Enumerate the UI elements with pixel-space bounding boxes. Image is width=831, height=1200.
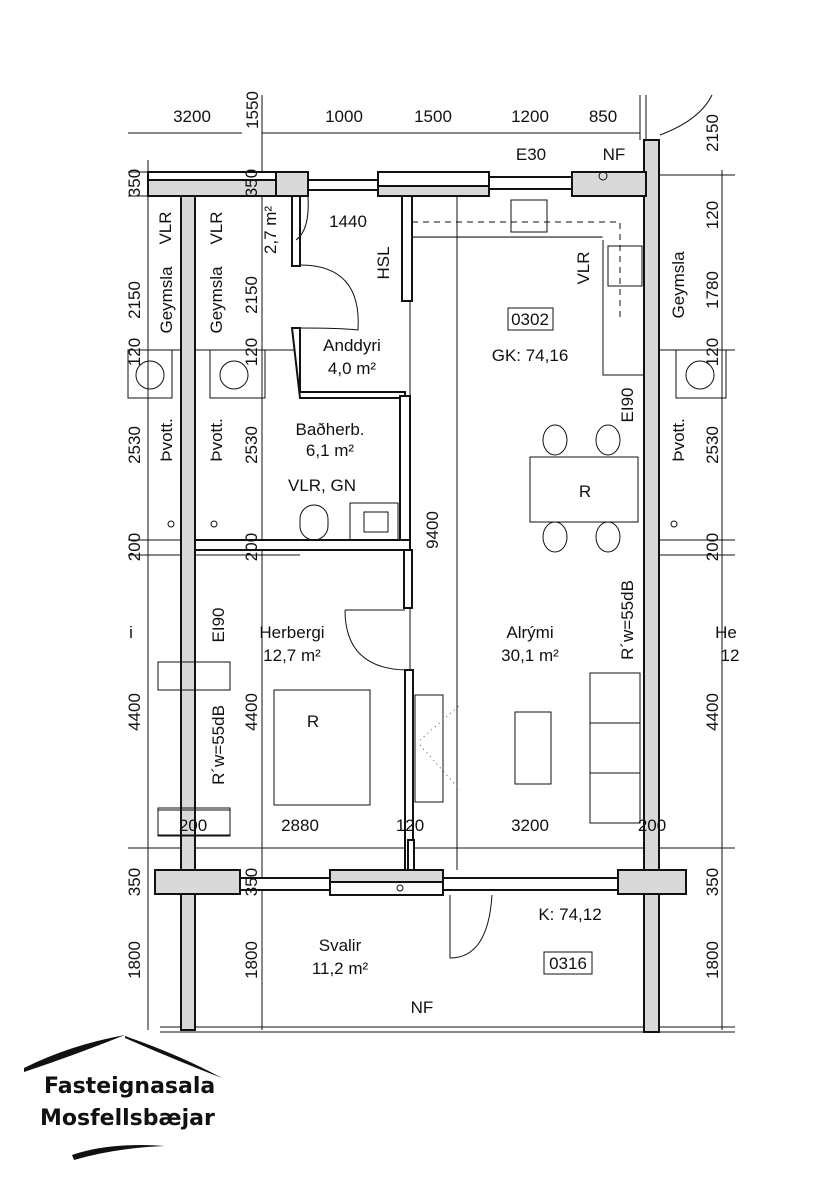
dining-table (529, 456, 639, 523)
room-label: Baðherb. (296, 420, 365, 439)
unit-id-box (507, 307, 554, 331)
dim-label: 4400 (703, 693, 722, 731)
stove-icon (607, 245, 643, 287)
kitchen-sink-icon (510, 199, 548, 233)
wall-label: E30 (516, 145, 546, 164)
dim-label: 1500 (414, 107, 452, 126)
room-label: Geymsla (207, 266, 226, 334)
toilet-icon (299, 504, 329, 541)
balcony-id: 0316 (549, 954, 587, 973)
dim-label: 2150 (242, 276, 261, 314)
room-area: 30,1 m² (501, 646, 559, 665)
dim-label: 120 (242, 338, 261, 366)
dim-label: 200 (179, 816, 207, 835)
room-label: VLR (207, 211, 226, 244)
entry-door-swing (299, 264, 359, 331)
room-label: He (715, 623, 737, 642)
balcony-door-swing (449, 894, 493, 959)
bedroom-door-swing (344, 609, 406, 671)
room-area: 2,7 m² (261, 206, 280, 255)
wall-label: EI90 (209, 608, 228, 643)
sound-rating: R´w=55dB (209, 705, 228, 785)
dim-label: 1200 (511, 107, 549, 126)
dim-label: 4400 (242, 693, 261, 731)
dim-label: 350 (242, 169, 261, 197)
balcony-id-box (543, 951, 593, 975)
dim-label: 9400 (423, 511, 442, 549)
dim-label: 200 (125, 533, 144, 561)
dim-label: 2150 (125, 281, 144, 319)
tv-unit (414, 694, 444, 803)
bed (273, 689, 371, 806)
logo-line-2: Mosfellsbæjar (40, 1106, 215, 1131)
room-label: Herbergi (259, 623, 324, 642)
net-area: K: 74,12 (538, 905, 601, 924)
table-label: R (579, 482, 591, 501)
dim-label: 120 (703, 201, 722, 229)
dim-label: 1440 (329, 212, 367, 231)
dim-label: 120 (396, 816, 424, 835)
room-label: Alrými (506, 623, 553, 642)
walls (147, 139, 687, 1033)
room-area: 4,0 m² (328, 359, 377, 378)
dim-label: 2530 (242, 426, 261, 464)
wall-label: NF (603, 145, 626, 164)
room-label: VLR (156, 211, 175, 244)
dim-label: 350 (125, 868, 144, 896)
sofa (589, 672, 641, 824)
room-label: VLR (574, 251, 593, 284)
wall-label: NF (411, 998, 434, 1017)
room-label: Geymsla (669, 251, 688, 319)
dimension-labels: 3200 1550 1000 1500 1200 850 2150 E30 NF… (125, 91, 722, 979)
dim-label: 1800 (703, 941, 722, 979)
dim-label: 120 (703, 338, 722, 366)
room-label: Svalir (319, 936, 362, 955)
dim-label: 200 (703, 533, 722, 561)
dim-label: 850 (589, 107, 617, 126)
dim-label: 1550 (243, 91, 262, 129)
room-label: Þvott. (207, 418, 226, 461)
bed-label: R (307, 712, 319, 731)
dim-label: 2150 (703, 114, 722, 152)
dim-label: 1000 (325, 107, 363, 126)
coffee-table (514, 711, 552, 785)
dim-label: 2530 (125, 426, 144, 464)
dim-label: 3200 (173, 107, 211, 126)
room-label: Anddyri (323, 336, 381, 355)
room-label: Þvott. (157, 418, 176, 461)
sound-rating: R´w=55dB (618, 580, 637, 660)
dim-label: 3200 (511, 816, 549, 835)
room-label: i (129, 623, 133, 642)
company-logo: Fasteignasala Mosfellsbæjar (24, 1035, 222, 1160)
wall-label: EI90 (618, 388, 637, 423)
room-area: 12 (721, 646, 740, 665)
dim-label: 120 (125, 338, 144, 366)
dim-label: 4400 (125, 693, 144, 731)
fixtures (127, 195, 727, 959)
dim-label: 2530 (703, 426, 722, 464)
room-area: 6,1 m² (306, 441, 355, 460)
room-area: 11,2 m² (312, 959, 369, 978)
dim-label: 1800 (125, 941, 144, 979)
dim-label: 200 (638, 816, 666, 835)
dim-label: 350 (125, 169, 144, 197)
dim-label: 1800 (242, 941, 261, 979)
dim-label: 200 (242, 533, 261, 561)
room-labels: VLR VLR VLR Geymsla Geymsla Geymsla 2,7 … (129, 206, 739, 1017)
dim-label: 350 (242, 868, 261, 896)
left-party-wall (180, 179, 196, 1031)
sink-icon (349, 502, 399, 541)
room-area: 12,7 m² (263, 646, 321, 665)
logo-line-1: Fasteignasala (44, 1074, 215, 1099)
dim-label: 350 (703, 868, 722, 896)
dim-label: 2880 (281, 816, 319, 835)
right-party-wall (643, 139, 660, 1033)
room-note: VLR, GN (288, 476, 356, 495)
dim-label: 1780 (703, 271, 722, 309)
room-label: Þvott. (669, 418, 688, 461)
gross-area: GK: 74,16 (492, 346, 569, 365)
unit-id: 0302 (511, 310, 549, 329)
room-label: Geymsla (157, 266, 176, 334)
room-label: HSL (374, 246, 393, 279)
